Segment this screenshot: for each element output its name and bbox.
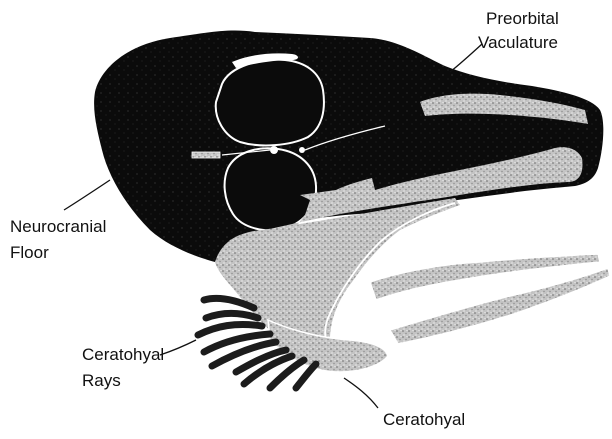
ceratohyal-ray (296, 364, 316, 388)
ceratohyal-ray (206, 314, 258, 319)
preorbital-label-line1: Preorbital (486, 9, 559, 28)
preorbital-label-line2: Vaculature (478, 33, 558, 52)
ceratohyal-rays-label-line2: Rays (82, 371, 121, 390)
neurocranial-label-line2: Floor (10, 243, 49, 262)
leader-line-neurocranial (64, 180, 110, 210)
leader-line-ceratohyal-rays (160, 340, 196, 355)
upper-orbit (216, 60, 324, 146)
neurocranial-label-line1: Neurocranial (10, 217, 106, 236)
leader-line-ceratohyal (344, 378, 378, 408)
ceratohyal-rays-label-line1: Ceratohyal (82, 345, 164, 364)
ceratohyal-label: Ceratohyal (383, 410, 465, 429)
lower-orbit (225, 148, 316, 230)
